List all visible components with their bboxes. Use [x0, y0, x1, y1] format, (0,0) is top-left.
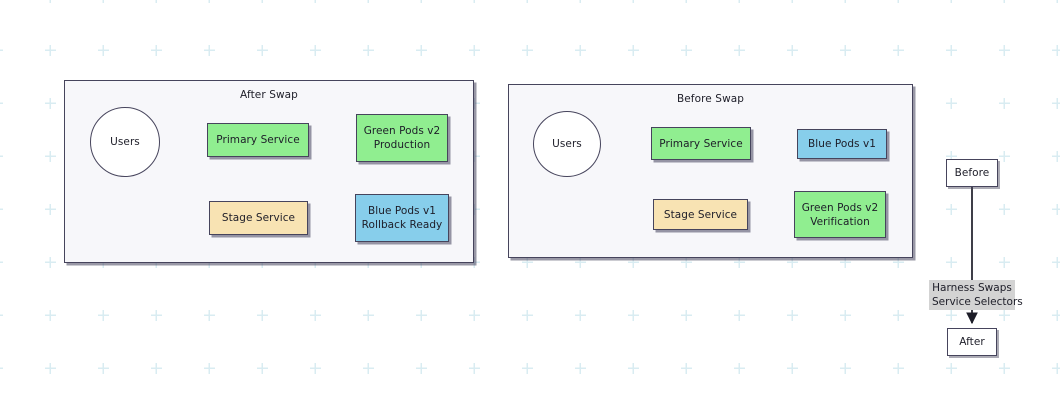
node-green-pods-verification[interactable]: Green Pods v2 Verification [794, 191, 886, 238]
node-green-pods-verification-line2: Verification [810, 215, 870, 228]
node-users-before[interactable]: Users [533, 111, 601, 177]
node-primary-service-before-label: Primary Service [659, 137, 743, 150]
edge-label-harness-swaps: Harness Swaps Service Selectors [929, 280, 1023, 310]
node-after-state-label: After [959, 336, 985, 348]
edge-label-harness-swaps-line2: Service Selectors [932, 296, 1023, 308]
node-stage-service-after[interactable]: Stage Service [209, 201, 308, 235]
node-green-pods-production-line1: Green Pods v2 [363, 125, 441, 137]
node-users-after-label: Users [110, 136, 140, 148]
cluster-title-after-swap: After Swap [240, 89, 298, 101]
node-green-pods-production-line2: Production [373, 139, 431, 151]
node-blue-pods-rollback-line2: Rollback Ready [361, 219, 443, 231]
node-before-state[interactable]: Before [946, 159, 998, 187]
node-blue-pods-v1-before[interactable]: Blue Pods v1 [797, 129, 887, 159]
node-green-pods-production[interactable]: Green Pods v2 Production [356, 114, 448, 162]
node-primary-service-after-label: Primary Service [216, 134, 300, 146]
node-blue-pods-rollback-line1: Blue Pods v1 [368, 205, 436, 217]
node-before-state-label: Before [954, 167, 990, 179]
cluster-title-before-swap: Before Swap [676, 93, 745, 105]
node-primary-service-after[interactable]: Primary Service [207, 123, 309, 157]
node-stage-service-after-label: Stage Service [221, 212, 296, 224]
node-blue-pods-rollback[interactable]: Blue Pods v1 Rollback Ready [355, 194, 449, 242]
node-after-state[interactable]: After [947, 328, 997, 356]
node-stage-service-before[interactable]: Stage Service [653, 199, 748, 230]
edge-label-harness-swaps-line1: Harness Swaps [932, 282, 1012, 294]
node-users-before-label: Users [552, 138, 582, 150]
node-blue-pods-v1-before-label: Blue Pods v1 [808, 138, 876, 150]
node-primary-service-before[interactable]: Primary Service [651, 127, 751, 160]
node-stage-service-before-label: Stage Service [663, 208, 738, 221]
node-green-pods-verification-line1: Green Pods v2 [801, 201, 879, 214]
node-users-after[interactable]: Users [90, 107, 160, 177]
